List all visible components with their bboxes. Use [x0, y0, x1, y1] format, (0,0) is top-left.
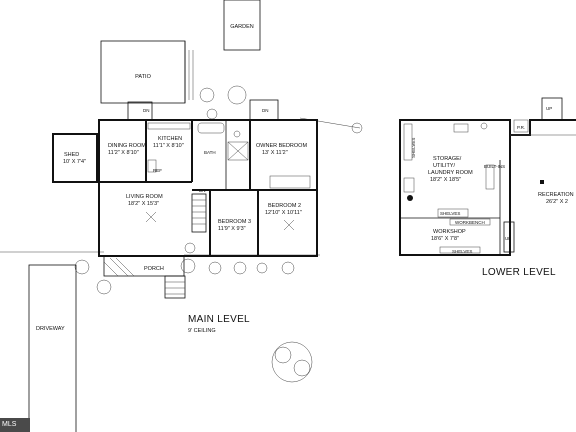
- owner-bedroom-name: OWNER BEDROOM: [256, 143, 307, 149]
- driveway: DRIVEWAY: [28, 264, 77, 432]
- storage-name-2: UTILITY/: [433, 163, 455, 169]
- porch-label: PORCH: [144, 266, 164, 272]
- bedroom-3-name: BEDROOM 3: [218, 219, 251, 225]
- pr-label: P.R.: [517, 125, 525, 130]
- landscaping: [74, 85, 363, 383]
- storage-name-3: LAUNDRY ROOM: [428, 170, 473, 176]
- bedroom-2-name: BEDROOM 2: [268, 203, 301, 209]
- shed-label: SHED: [64, 152, 79, 158]
- shed-size: 10' X 7'4": [63, 159, 86, 165]
- bath-label: BATH: [204, 150, 216, 155]
- workshop-name: WORKSHOP: [433, 229, 466, 235]
- dn-label-patio: DN: [143, 108, 150, 113]
- kitchen-name: KITCHEN: [158, 136, 182, 142]
- garden: GARDEN: [223, 0, 261, 51]
- mls-watermark: MLS: [0, 418, 30, 432]
- shed: SHED 10' X 7'4": [52, 133, 98, 183]
- patio-label: PATIO: [135, 74, 151, 80]
- workshop-size: 18'6" X 7'8": [431, 236, 459, 242]
- bedroom-3-size: 11'9" X 9'3": [218, 226, 246, 232]
- dining-room-name: DINING ROOM: [108, 143, 146, 149]
- shelves-label-3: SHELVES: [452, 249, 472, 254]
- driveway-label: DRIVEWAY: [36, 326, 65, 332]
- kitchen-size: 11'1" X 8'10": [153, 143, 184, 149]
- workbench-label: WORKBENCH: [455, 220, 485, 225]
- up-label-1: UP: [505, 236, 511, 241]
- built-ins-label: BUILT-INS: [484, 164, 505, 169]
- storage-name-1: STORAGE/: [433, 156, 462, 162]
- bedroom-2-size: 12'10" X 10'11": [265, 210, 302, 216]
- recreation-size: 26'2" X 2: [546, 199, 568, 205]
- recreation-name: RECREATION: [538, 192, 574, 198]
- lower-level-title: LOWER LEVEL: [482, 267, 556, 278]
- storage-size: 18'2" X 18'5": [430, 177, 461, 183]
- living-room-name: LIVING ROOM: [126, 194, 163, 200]
- ref-label: REF: [153, 168, 162, 173]
- main-level-title: MAIN LEVEL: [188, 314, 250, 325]
- main-level-plan: DN REF DN PORCH DINING ROOM 11'2" X: [98, 99, 318, 299]
- garden-label: GARDEN: [230, 24, 254, 30]
- dining-room-size: 11'2" X 8'10": [108, 150, 139, 156]
- living-room-size: 18'2" X 15'3": [128, 201, 159, 207]
- up-label-2: UP: [546, 106, 552, 111]
- shelves-label-1: SHELVES: [411, 138, 416, 158]
- main-level-subtitle: 9' CEILING: [188, 328, 216, 334]
- dn-label-hall: DN: [199, 188, 206, 193]
- owner-bedroom-size: 13' X 11'2": [262, 150, 288, 156]
- lower-level-plan: SHELVES SHELVES WORKBENCH SHELVES BUILT-…: [399, 97, 576, 256]
- shelves-label-2: SHELVES: [440, 211, 460, 216]
- dn-label-back: DN: [262, 108, 269, 113]
- patio: PATIO DN: [100, 40, 194, 121]
